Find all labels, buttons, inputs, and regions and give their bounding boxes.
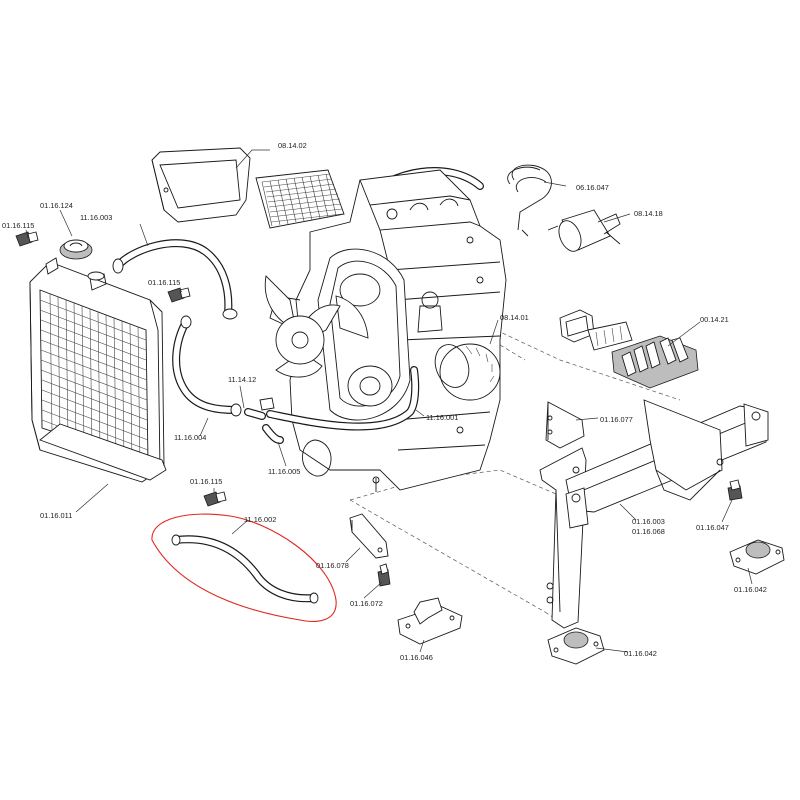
callout-01-16-047: 01.16.047 [696,523,729,532]
callout-08-14-01: 08.14.01 [500,313,529,322]
bypass-hose-left [172,315,242,417]
mount-plate [397,597,463,645]
callout-01-16-115-bottom: 01.16.115 [190,477,222,486]
drain-fitting-c [203,491,227,507]
callout-01-16-042-right: 01.16.042 [734,585,767,594]
callout-01-16-078: 01.16.078 [316,561,349,570]
cooling-fan [264,275,369,378]
connector-block [559,309,633,351]
fuel-filter-clip [507,164,552,237]
callout-11-14-12: 11.14.12 [228,375,256,384]
fuel-filter [547,209,621,252]
stud-072 [377,563,391,587]
callout-01-16-124: 01.16.124 [40,201,73,210]
callout-labels: 08.14.02 01.16.124 01.16.115 11.16.003 0… [2,141,767,662]
rectifier [611,335,699,389]
rubber-mount-right [729,539,785,575]
hose-elbow [244,397,284,444]
radiator-cap [59,239,93,260]
highlighted-hose [151,513,337,622]
drain-fitting-b [167,287,191,303]
callout-01-16-042-left: 01.16.042 [624,649,657,658]
drain-fitting-a [15,231,39,247]
radiator [29,257,167,483]
upper-hose [112,239,238,320]
rubber-mount-left [547,627,605,665]
callout-11-16-002: 11.16.002 [244,515,276,524]
callout-01-16-046: 01.16.046 [400,653,433,662]
callout-08-14-02: 08.14.02 [278,141,307,150]
callout-11-16-003-hose: 11.16.003 [80,213,112,222]
radiator-core-grid [39,293,149,466]
callout-08-14-18: 08.14.18 [634,209,663,218]
mount-stud [727,479,743,501]
support-frame [539,399,769,629]
callout-01-16-115-mid: 01.16.115 [148,278,180,287]
oil-filter [434,343,501,401]
callout-01-16-011: 01.16.011 [40,511,72,520]
callout-11-16-004: 11.16.004 [174,433,206,442]
callout-01-16-072: 01.16.072 [350,599,383,608]
callout-01-16-115-top: 01.16.115 [2,221,34,230]
callout-06-16-047: 06.16.047 [576,183,609,192]
air-filter-element [255,169,345,229]
air-filter-housing [151,147,251,223]
callout-01-16-068: 01.16.068 [632,527,665,536]
long-hose [266,366,420,431]
callout-11-16-001: 11.16.001 [426,413,458,422]
leader-lines [25,149,753,653]
callout-01-16-077: 01.16.077 [600,415,633,424]
callout-11-16-005: 11.16.005 [268,467,300,476]
callout-01-16-003-frame: 01.16.003 [632,517,665,526]
callout-00-14-21: 00.14.21 [700,315,729,324]
bracket-078 [349,513,389,559]
